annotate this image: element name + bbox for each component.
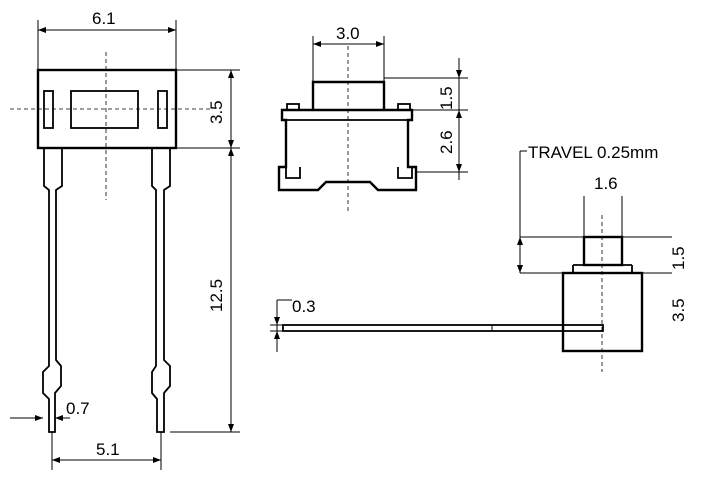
dim-front-body-height: 3.5 <box>207 100 226 124</box>
left-pin <box>42 148 63 433</box>
top-actuator <box>311 80 386 110</box>
dim-side-actuator-width: 1.6 <box>594 174 618 193</box>
side-view: TRAVEL 0.25mm 1.6 1.5 3.5 0.3 <box>270 143 688 372</box>
dim-front-pin-length: 12.5 <box>207 279 226 312</box>
dim-top-actuator-height: 1.5 <box>437 86 456 110</box>
dim-top-body-height: 2.6 <box>437 130 456 154</box>
right-pin <box>151 148 171 433</box>
side-body <box>561 271 644 353</box>
dim-side-body-height: 3.5 <box>669 298 688 322</box>
dim-top-actuator-width: 3.0 <box>336 24 360 43</box>
travel-label: TRAVEL 0.25mm <box>528 143 658 162</box>
front-body <box>36 68 178 150</box>
dim-side-lead-thickness: 0.3 <box>292 297 316 316</box>
dim-front-body-width: 6.1 <box>92 9 116 28</box>
side-lead <box>282 324 604 332</box>
dim-front-pin-pitch: 5.1 <box>96 440 120 459</box>
side-actuator <box>582 235 624 267</box>
front-slot-left <box>43 90 54 129</box>
dim-side-actuator-height: 1.5 <box>669 246 688 270</box>
dim-front-pin-width: 0.7 <box>66 399 90 418</box>
front-window <box>70 90 139 129</box>
front-slot-right <box>157 90 168 129</box>
front-view: 6.1 3.5 12.5 0.7 5.1 <box>10 9 240 470</box>
top-view: 3.0 1.5 2.6 <box>277 24 468 212</box>
